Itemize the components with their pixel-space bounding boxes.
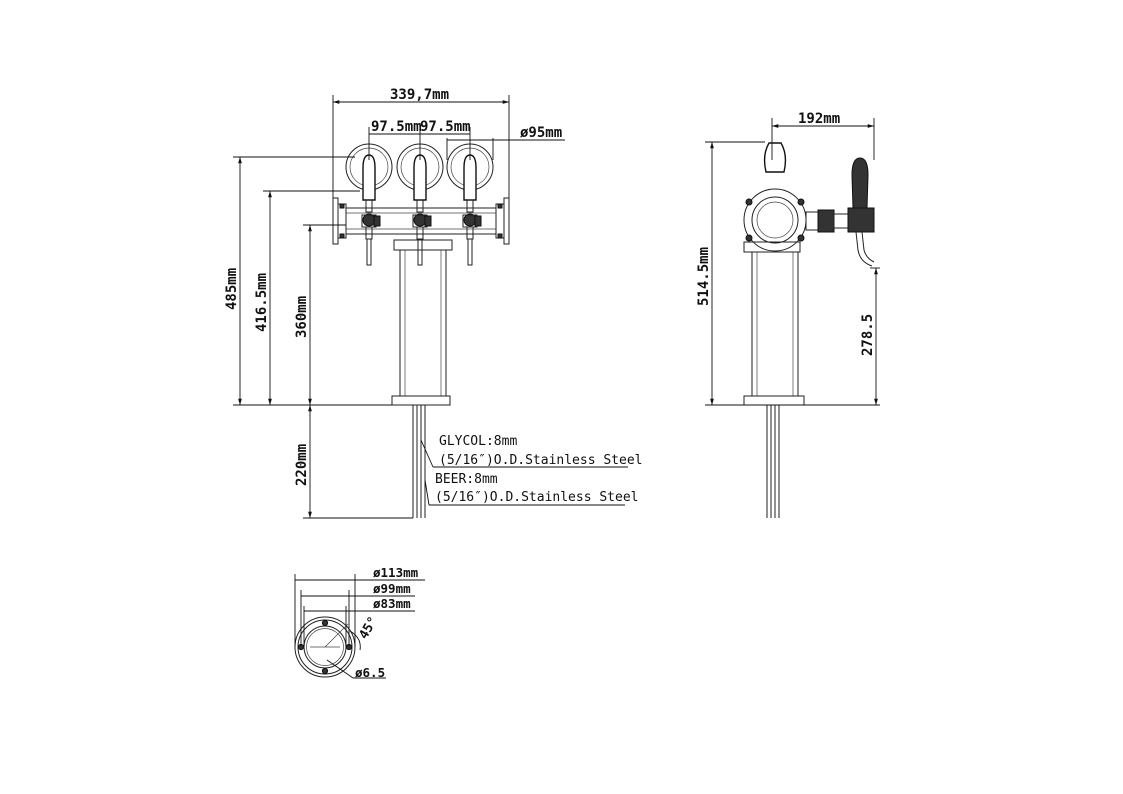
front-tap-1	[345, 143, 393, 266]
glycol-label: GLYCOL:8mm	[439, 434, 517, 449]
side-pipes	[766, 405, 780, 518]
glycol-spec: (5/16″)O.D.Stainless Steel	[439, 453, 643, 468]
front-base-flange	[391, 395, 451, 406]
base-outer-dia-label: ø113mm	[373, 565, 419, 580]
front-spacing-right-label: 97.5mm	[420, 119, 471, 135]
front-height-top-label: 416.5mm	[254, 273, 270, 332]
front-dimensions	[233, 95, 628, 519]
side-tap-handle	[851, 157, 869, 209]
front-width-label: 339,7mm	[390, 87, 449, 103]
front-height-total-label: 485mm	[224, 268, 240, 310]
side-column	[751, 251, 799, 397]
base-view: ø113mm ø99mm ø83mm 45° ø6.5	[294, 565, 425, 680]
base-angle-label: 45°	[356, 614, 381, 642]
front-tap-3	[446, 143, 494, 266]
side-view: 192mm 514.5mm 278.5	[696, 111, 880, 518]
front-pipes	[412, 405, 426, 518]
front-spacing-left-label: 97.5mm	[371, 119, 422, 135]
side-height-spout-label: 278.5	[860, 314, 876, 356]
front-medallion-dia-label: ø95mm	[520, 125, 562, 141]
beer-label: BEER:8mm	[435, 472, 498, 487]
front-view: 339,7mm 97.5mm 97.5mm ø95mm 485mm 416.5m…	[224, 87, 643, 519]
front-column	[399, 249, 447, 397]
front-height-column-label: 360mm	[294, 296, 310, 338]
base-dimensions	[294, 574, 425, 679]
base-inner-dia-label: ø83mm	[373, 596, 411, 611]
front-tap-2	[396, 143, 444, 266]
side-depth-label: 192mm	[798, 111, 840, 127]
front-pipe-length-label: 220mm	[294, 444, 310, 486]
base-hole-dia-label: ø6.5	[355, 665, 385, 680]
side-height-total-label: 514.5mm	[696, 247, 712, 306]
side-dimensions	[705, 118, 880, 406]
base-bolt-circle-label: ø99mm	[373, 581, 411, 596]
beer-spec: (5/16″)O.D.Stainless Steel	[435, 490, 639, 505]
